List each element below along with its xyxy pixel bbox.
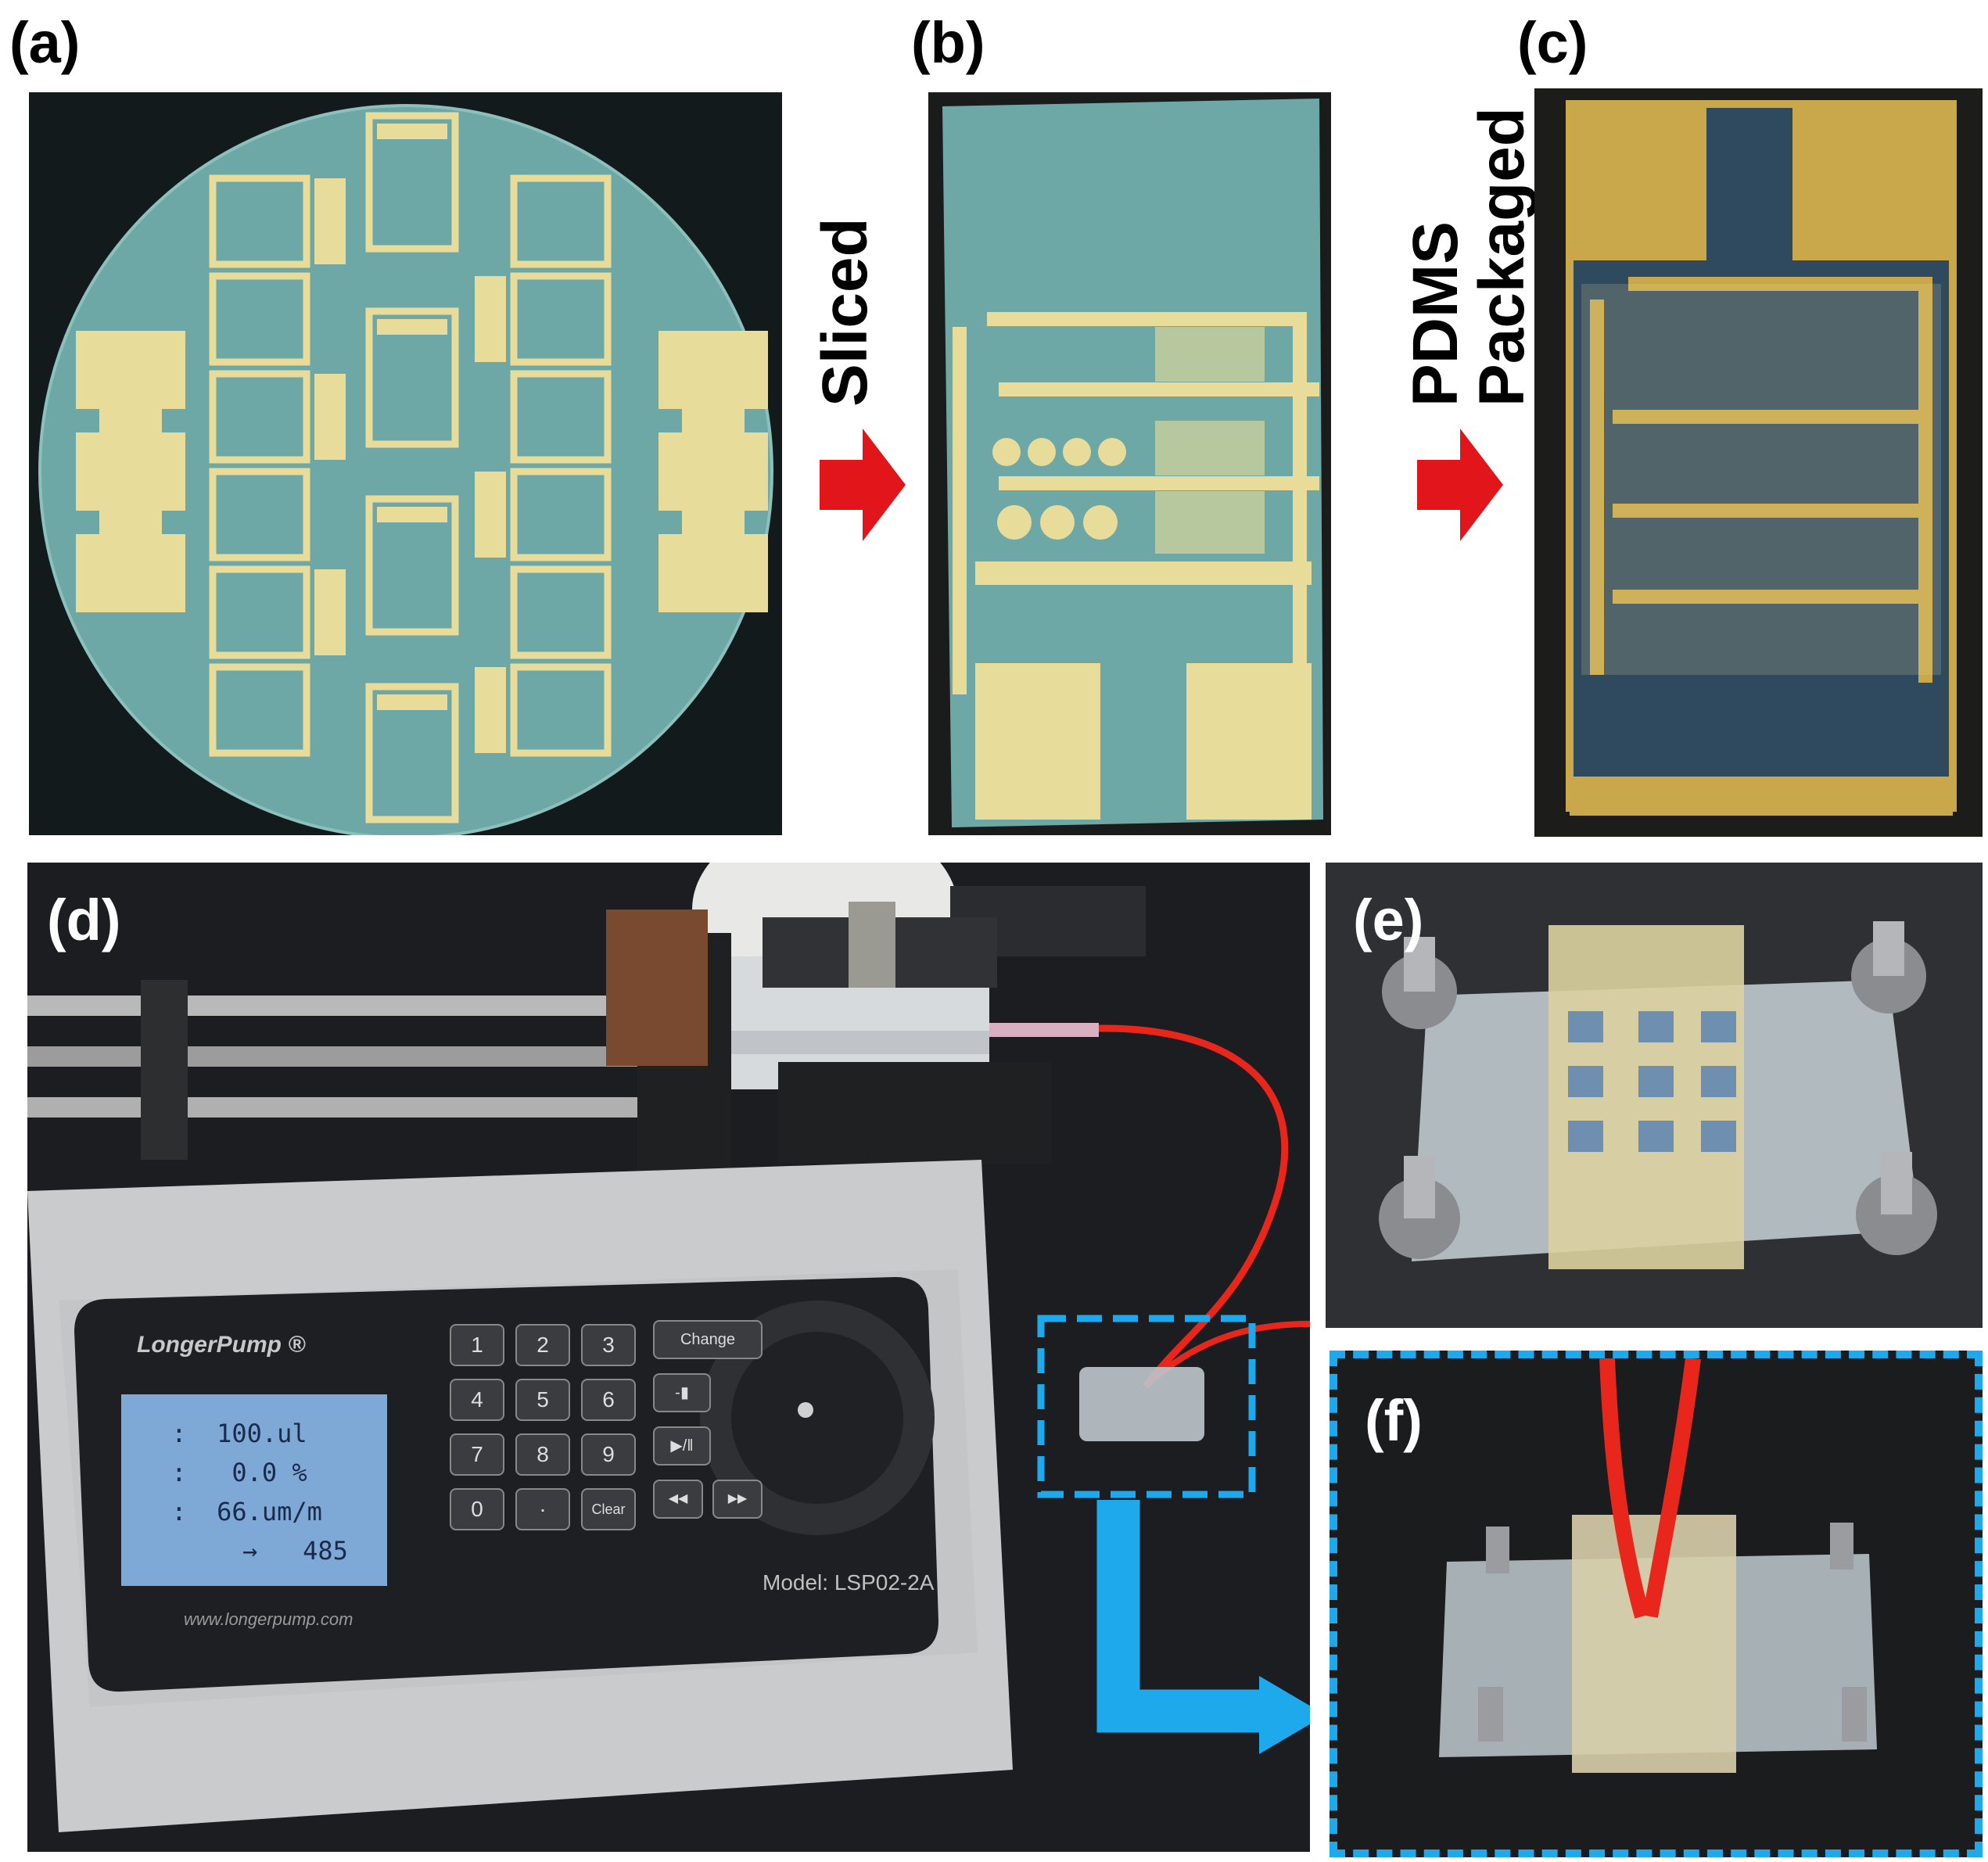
panel-b-sliced-chip-photo [928, 92, 1331, 835]
function-keys: Change -▮ ▶/‖ ◀◀ ▶▶ [653, 1320, 763, 1519]
key-0[interactable]: 0 [450, 1488, 504, 1530]
lcd-line-3: : 66.um/m [156, 1497, 322, 1527]
key-4[interactable]: 4 [450, 1379, 504, 1421]
panel-f-zoomed-device-photo [1330, 1351, 1983, 1857]
red-arrow-right-2 [1417, 429, 1503, 541]
arrow-label-packaged: Packaged [1466, 107, 1538, 407]
keypad: 1 2 3 4 5 6 7 8 9 0 · Clear [450, 1324, 645, 1530]
panel-c-pdms-packaged-chip-photo [1534, 88, 1983, 837]
panel-d-syringe-pump-photo: LongerPump ® www.longerpump.com Model: L… [27, 863, 1310, 1852]
key-dot[interactable]: · [515, 1488, 570, 1530]
zoom-region-box [1037, 1315, 1256, 1498]
panel-label-d: (d) [47, 888, 121, 953]
pump-brand-label: LongerPump ® [137, 1332, 306, 1358]
syringe-rails [27, 996, 637, 1118]
wafer-illustration [38, 104, 773, 835]
key-9[interactable]: 9 [581, 1433, 636, 1476]
key-7[interactable]: 7 [450, 1433, 504, 1476]
lcd-line-1: : 100.ul [156, 1419, 307, 1448]
panel-label-c: (c) [1517, 10, 1588, 75]
panel-label-a: (a) [9, 10, 81, 75]
key-2[interactable]: 2 [515, 1324, 570, 1366]
key-clear[interactable]: Clear [581, 1488, 636, 1530]
arrow-label-pdms: PDMS [1400, 221, 1471, 407]
pump-website-label: www.longerpump.com [184, 1609, 353, 1629]
key-forward[interactable]: ▶▶ [712, 1480, 763, 1519]
red-arrow-right-1 [820, 429, 906, 541]
key-3[interactable]: 3 [581, 1324, 636, 1366]
key-run-pause[interactable]: ▶/‖ [653, 1426, 711, 1466]
lcd-line-4: → 485 [242, 1536, 348, 1566]
key-reverse[interactable]: ◀◀ [653, 1480, 703, 1519]
key-1[interactable]: 1 [450, 1324, 504, 1366]
key-6[interactable]: 6 [581, 1379, 636, 1421]
key-change[interactable]: Change [653, 1320, 763, 1359]
key-5[interactable]: 5 [515, 1379, 570, 1421]
panel-label-b: (b) [911, 10, 985, 75]
direction-keys: ◀◀ ▶▶ [653, 1480, 763, 1519]
pump-model-label: Model: LSP02-2A [763, 1570, 935, 1595]
panel-label-f: (f) [1365, 1388, 1423, 1453]
key-purge[interactable]: -▮ [653, 1373, 711, 1412]
key-8[interactable]: 8 [515, 1433, 570, 1476]
arrow-label-sliced: Sliced [809, 217, 881, 407]
lcd-line-2: : 0.0 % [156, 1458, 307, 1487]
panel-a-wafer-photo [29, 92, 782, 835]
lcd-readout: : 100.ul : 0.0 % : 66.um/m → 485 [156, 1414, 348, 1570]
panel-e-device-holder-photo [1326, 863, 1983, 1328]
lcd-screen [121, 1394, 387, 1586]
panel-label-e: (e) [1353, 888, 1424, 953]
